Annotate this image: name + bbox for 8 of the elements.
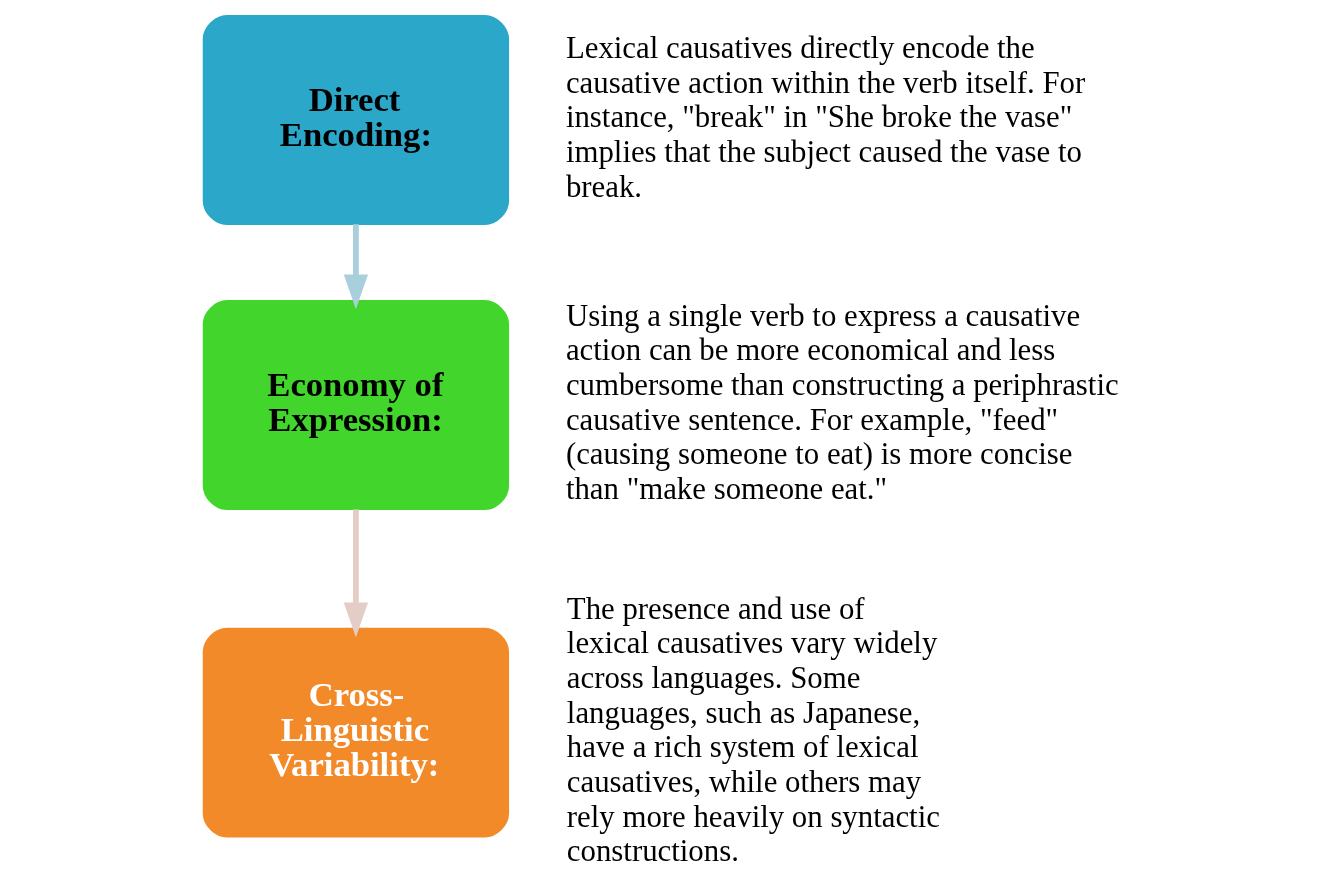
arrow <box>343 224 369 310</box>
node-box: Economy of Expression: <box>202 300 510 511</box>
node-box: Cross-Linguistic Variability: <box>202 627 510 838</box>
node-label: The presence and use of lexical causatives vary widely across languages. Some languages, such as Japanese, have a rich system of lexical causatives, while others may rely more heavily on syntactic constructions. <box>566 591 940 869</box>
node-box: Direct Encoding: <box>202 15 510 225</box>
node-label: Using a single verb to express a causative action can be more economical and less cumbersome than constructing a periphrastic causative sentence. For example, "feed" (causing someone to eat) is more concise than "make someone eat." <box>565 298 1119 507</box>
node-label: Lexical causatives directly encode the causative action within the verb itself. For instance, "break" in "She broke the vase" implies that the subject caused the vase to break. <box>565 30 1086 204</box>
arrow <box>343 509 369 638</box>
